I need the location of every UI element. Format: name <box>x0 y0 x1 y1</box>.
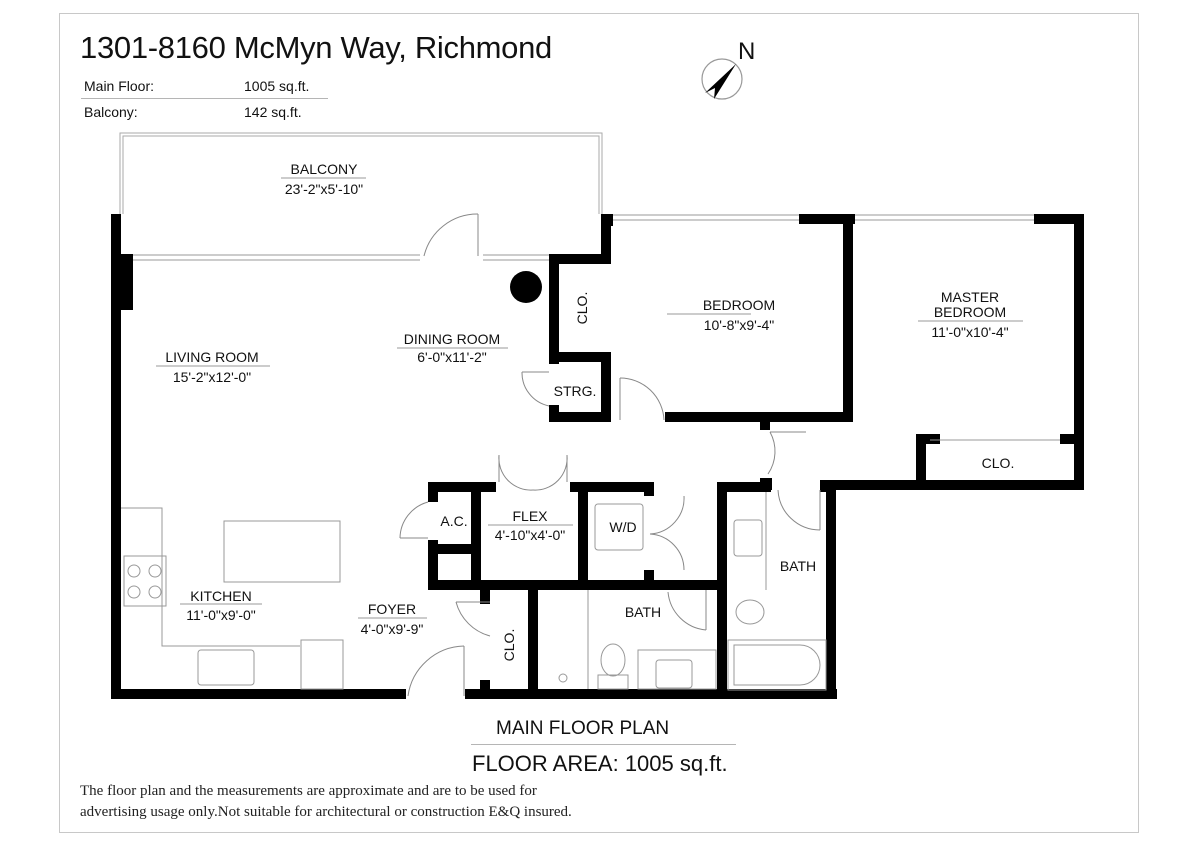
area-divider <box>81 98 328 99</box>
fixtures <box>121 439 1060 691</box>
area-value: 142 sq.ft. <box>244 104 302 120</box>
main-toilet <box>600 643 626 677</box>
room-name-living: LIVING ROOM <box>165 349 258 365</box>
room-name-ac: A.C. <box>440 513 467 529</box>
caption-divider <box>471 744 736 745</box>
room-dims-foyer: 4'-0"x9'-9" <box>361 621 424 637</box>
room-dims-flex: 4'-10"x4'-0" <box>495 527 566 543</box>
page-frame <box>59 13 1139 833</box>
area-label: Main Floor: <box>84 78 155 94</box>
ensuite-toilet <box>735 599 765 625</box>
room-dims-living: 15'-2"x12'-0" <box>173 369 251 385</box>
property-address-title: 1301-8160 McMyn Way, Richmond <box>80 30 552 65</box>
north-label: N <box>738 38 756 65</box>
stove <box>123 555 167 607</box>
room-dims-bedroom: 10'-8"x9'-4" <box>704 317 775 333</box>
room-name-kitchen: KITCHEN <box>190 588 251 604</box>
disclaimer-line-2: advertising usage only.Not suitable for … <box>80 804 572 820</box>
room-name-balcony: BALCONY <box>291 161 359 177</box>
sink <box>197 649 255 686</box>
room-name-clo-master: CLO. <box>982 455 1015 471</box>
washer-dryer <box>594 503 644 551</box>
room-name-wd: W/D <box>609 519 636 535</box>
north-arrow-icon <box>701 58 743 100</box>
disclaimer: The floor plan and the measurements are … <box>80 781 720 823</box>
room-name-foyer: FOYER <box>368 601 416 617</box>
room-name-bath-ensuite: BATH <box>780 558 816 574</box>
room-dims-kitchen: 11'-0"x9'-0" <box>186 607 256 623</box>
room-name-flex: FLEX <box>512 508 548 524</box>
room-name-strg: STRG. <box>554 383 597 399</box>
doors <box>399 213 821 697</box>
room-name-bath-main: BATH <box>625 604 661 620</box>
room-dims-master: 11'-0"x10'-4" <box>931 324 1008 340</box>
dishwasher <box>300 639 344 690</box>
room-name-master-2: BEDROOM <box>934 304 1006 320</box>
room-name-bedroom: BEDROOM <box>703 297 775 313</box>
balcony-outline <box>119 132 603 214</box>
windows <box>133 214 1034 261</box>
ensuite-sink <box>733 519 763 557</box>
floor-area-label: FLOOR AREA: 1005 sq.ft. <box>472 751 728 776</box>
room-name-dining: DINING ROOM <box>404 331 500 347</box>
room-name-clo-foyer: CLO. <box>501 629 517 662</box>
room-labels: BALCONY 23'-2"x5'-10" LIVING ROOM 15'-2"… <box>156 161 1023 661</box>
area-label: Balcony: <box>84 104 138 120</box>
kitchen-island <box>223 520 341 583</box>
walls <box>111 214 1084 699</box>
room-name-clo-bedroom: CLO. <box>574 292 590 325</box>
bathtub <box>727 639 827 691</box>
column <box>510 271 542 303</box>
main-sink <box>655 659 693 689</box>
disclaimer-line-1: The floor plan and the measurements are … <box>80 783 537 799</box>
room-dims-dining: 6'-0"x11'-2" <box>417 349 487 365</box>
room-name-master-1: MASTER <box>941 289 999 305</box>
plan-label: MAIN FLOOR PLAN <box>496 718 670 739</box>
area-value: 1005 sq.ft. <box>244 78 310 94</box>
room-dims-balcony: 23'-2"x5'-10" <box>285 181 363 197</box>
